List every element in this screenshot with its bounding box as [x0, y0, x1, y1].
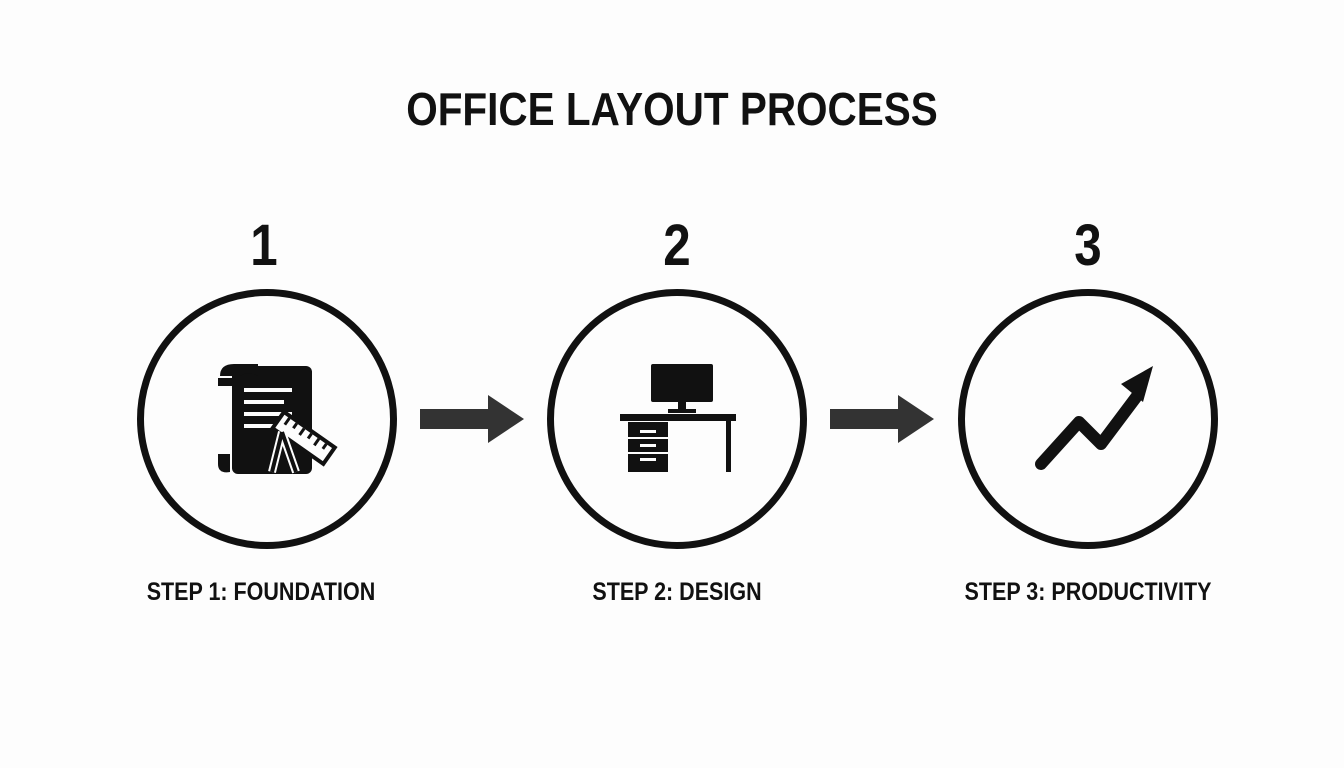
step-2-circle — [547, 289, 807, 549]
step-3-label: STEP 3: PRODUCTIVITY — [964, 578, 1212, 606]
step-3-circle — [958, 289, 1218, 549]
step-2-number: 2 — [663, 213, 691, 278]
step-1-label: STEP 1: FOUNDATION — [146, 578, 376, 606]
step-1-circle — [137, 289, 397, 549]
step-1-number: 1 — [250, 213, 278, 278]
desk-computer-icon — [620, 364, 736, 472]
step-3-number: 3 — [1074, 213, 1102, 278]
arrow-right-icon — [420, 395, 524, 443]
blueprint-ruler-icon — [218, 364, 338, 474]
trend-up-arrow-icon — [1035, 366, 1153, 470]
diagram-title: OFFICE LAYOUT PROCESS — [406, 83, 938, 135]
arrow-right-icon — [830, 395, 934, 443]
step-2-label: STEP 2: DESIGN — [592, 578, 762, 606]
